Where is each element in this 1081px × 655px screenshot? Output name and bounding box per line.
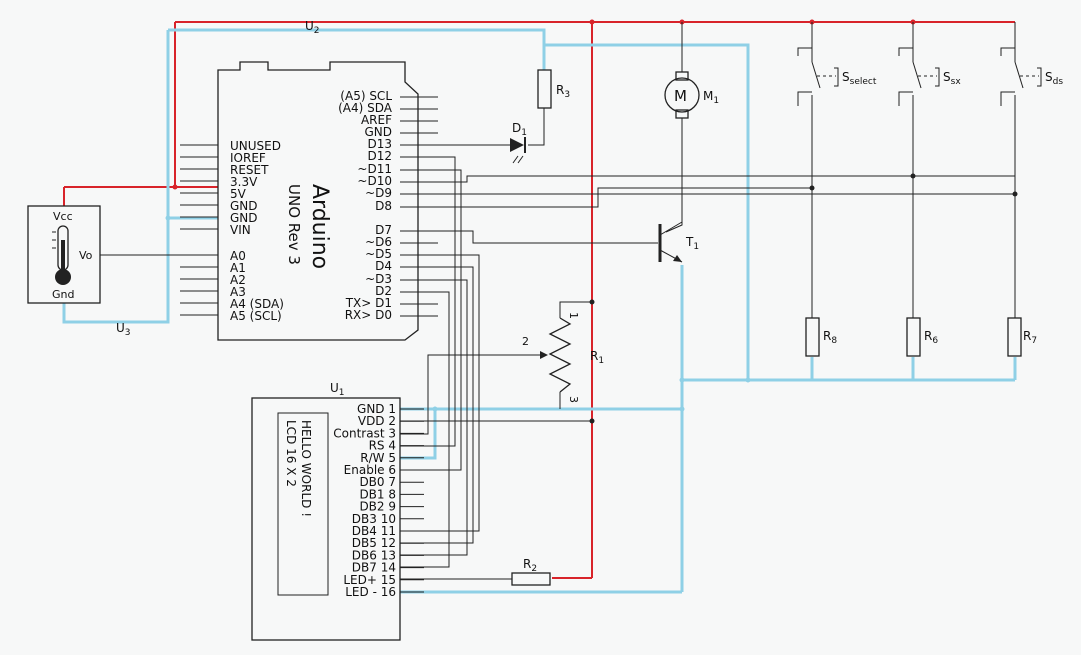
arduino-right-pin: D12 — [367, 149, 392, 163]
arduino-left-pin: UNUSED — [230, 139, 281, 153]
arduino-right-pin: ~D3 — [365, 272, 392, 286]
pushbutton-switches: Sselect Ssx Sds — [797, 47, 1063, 106]
lcd-pin-label: LED - 16 — [345, 585, 396, 599]
lcd-pin-label: DB0 7 — [359, 475, 396, 489]
arduino-left-pin: RESET — [230, 163, 269, 177]
switch-select: Sselect — [797, 47, 877, 106]
arduino-right-pin: ~D10 — [357, 174, 392, 188]
thermometer-icon — [52, 225, 71, 285]
svg-text:Sselect: Sselect — [842, 70, 877, 87]
svg-text:R7: R7 — [1023, 329, 1037, 346]
arduino-right-pin: TX> D1 — [345, 296, 392, 310]
arduino-left-pin: A1 — [230, 261, 246, 275]
arduino-left-pin: GND — [230, 199, 258, 213]
lcd-pin-label: DB4 11 — [352, 524, 396, 538]
resistor-r6: R6 — [906, 317, 938, 357]
arduino-right-pin: ~D9 — [365, 186, 392, 200]
svg-text:2: 2 — [522, 335, 529, 348]
arduino-right-pin: ~D5 — [365, 247, 392, 261]
motor-m1: M M1 — [664, 71, 719, 119]
svg-text:3: 3 — [567, 396, 580, 403]
ground-net — [62, 28, 1017, 594]
arduino-right-pin: ~D6 — [365, 235, 392, 249]
svg-text:Ssx: Ssx — [943, 70, 961, 87]
potentiometer-r1: 1 2 3 R1 — [522, 312, 604, 403]
arduino-right-pin: D8 — [375, 199, 392, 213]
lcd-pin-label: GND 1 — [357, 402, 396, 416]
transistor-t1: T1 — [658, 221, 699, 263]
arduino-left-pin: 3.3V — [230, 175, 258, 189]
svg-text:M1: M1 — [703, 89, 719, 106]
svg-text:1: 1 — [567, 312, 580, 319]
sensor-vo-label: Vo — [79, 249, 93, 262]
arduino-title: Arduino — [307, 184, 332, 269]
svg-text:T1: T1 — [685, 235, 699, 252]
resistor-r2: R2 — [511, 557, 551, 586]
arduino-left-pin: GND — [230, 211, 258, 225]
arduino-right-pin: (A4) SDA — [338, 101, 393, 115]
arduino-left-pin: A5 (SCL) — [230, 309, 282, 323]
arduino-model: UNO Rev 3 — [285, 184, 303, 265]
svg-text:R1: R1 — [590, 349, 604, 366]
lcd-pin-label: Enable 6 — [344, 463, 396, 477]
arduino-left-pin: A3 — [230, 285, 246, 299]
lcd-pin-label: Contrast 3 — [333, 426, 396, 440]
svg-text:R3: R3 — [556, 83, 570, 100]
switch-sx: Ssx — [898, 47, 961, 106]
lcd-pin-label: DB2 9 — [359, 500, 396, 514]
svg-text:R6: R6 — [924, 329, 938, 346]
arduino-right-pin: ~D11 — [357, 162, 392, 176]
arduino-left-pin: A2 — [230, 273, 246, 287]
resistor-r3: R3 — [537, 69, 570, 109]
arduino-left-pin: IOREF — [230, 151, 266, 165]
lcd-pin-label: R/W 5 — [360, 451, 396, 465]
svg-text:D1: D1 — [512, 121, 527, 138]
svg-text:Sds: Sds — [1045, 70, 1063, 87]
sensor-vcc-label: Vcc — [53, 210, 73, 223]
lcd-pin-label: RS 4 — [369, 439, 396, 453]
lcd-screen-line2: LCD 16 X 2 — [284, 420, 298, 487]
power-net — [63, 19, 1015, 579]
arduino-left-pin: 5V — [230, 187, 247, 201]
lcd-pin-label: DB3 10 — [352, 512, 396, 526]
signal-wires — [165, 22, 1018, 580]
lcd-pin-label: LED+ 15 — [343, 573, 396, 587]
lcd-pin-label: DB5 12 — [352, 536, 396, 550]
svg-text:M: M — [674, 87, 687, 105]
top-net-label: U2 — [305, 19, 320, 36]
arduino-right-pin: (A5) SCL — [340, 89, 392, 103]
arduino-left-pin: A0 — [230, 249, 246, 263]
arduino-right-pin: GND — [364, 125, 392, 139]
lcd-pin-label: VDD 2 — [358, 414, 396, 428]
lcd-ref: U1 — [330, 381, 345, 398]
arduino-right-pin: AREF — [361, 113, 392, 127]
arduino-board: Arduino UNO Rev 3 UNUSEDIOREFRESET3.3V5V… — [180, 61, 438, 341]
arduino-right-pin: D2 — [375, 284, 392, 298]
sensor-ref: U3 — [116, 321, 131, 338]
arduino-left-pin: A4 (SDA) — [230, 297, 284, 311]
lcd-screen-line1: HELLO WORLD ! — [299, 420, 313, 517]
arduino-right-pin: D4 — [375, 259, 392, 273]
resistor-r7: R7 — [1007, 317, 1037, 357]
temperature-sensor: Vcc Vo Gnd U3 — [27, 205, 218, 338]
switch-ds: Sds — [1000, 47, 1063, 106]
arduino-right-pin: RX> D0 — [345, 308, 392, 322]
svg-text:R8: R8 — [823, 329, 837, 346]
arduino-right-pin: D7 — [375, 223, 392, 237]
lcd-pin-label: DB6 13 — [352, 548, 396, 562]
svg-text:R2: R2 — [523, 557, 537, 574]
resistor-r8: R8 — [805, 317, 837, 357]
arduino-right-pin: D13 — [367, 137, 392, 151]
lcd-pin-label: DB7 14 — [352, 561, 396, 575]
sensor-gnd-label: Gnd — [52, 288, 74, 301]
arduino-left-pin: VIN — [230, 223, 251, 237]
lcd-pin-label: DB1 8 — [359, 487, 396, 501]
led-d1: D1 — [510, 121, 527, 164]
